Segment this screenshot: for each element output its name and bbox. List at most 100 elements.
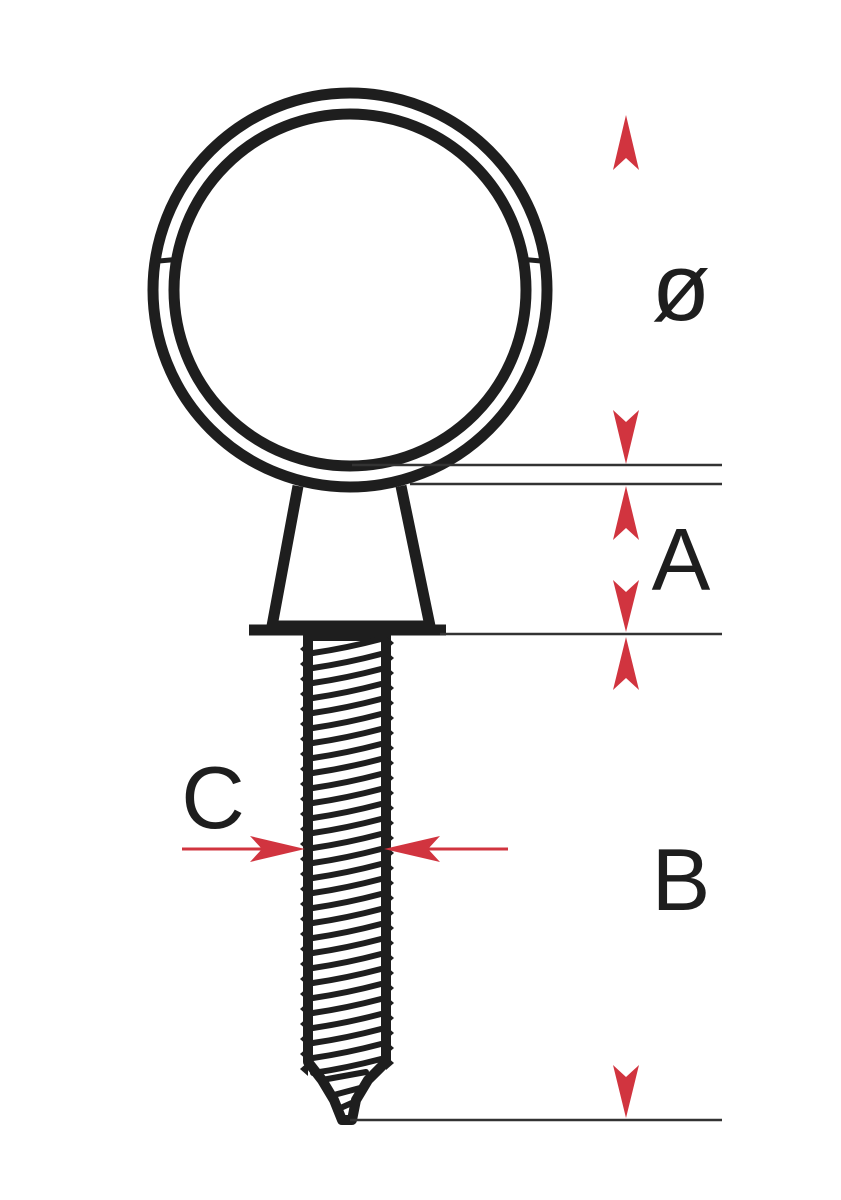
shoulder-outline xyxy=(266,484,436,632)
eye-ring-joint-left xyxy=(158,256,182,264)
thread-line xyxy=(310,666,384,686)
arrow-diameter-top xyxy=(613,115,639,170)
thread-tooth xyxy=(300,1047,308,1061)
eye-ring-joint-right xyxy=(518,256,542,264)
thread-line xyxy=(310,726,384,746)
thread-tooth xyxy=(386,891,394,905)
thread-tooth xyxy=(386,681,394,695)
thread-line xyxy=(310,1041,384,1061)
thread-line xyxy=(310,846,384,866)
thread-tooth xyxy=(300,957,308,971)
thread-tooth xyxy=(300,762,308,776)
thread-tooth xyxy=(386,936,394,950)
thread-tooth xyxy=(386,741,394,755)
thread-tooth xyxy=(386,651,394,665)
arrow-c-left xyxy=(250,836,305,862)
thread-tooth xyxy=(300,777,308,791)
thread-tooth xyxy=(300,747,308,761)
thread-tooth xyxy=(300,822,308,836)
thread-tooth xyxy=(300,807,308,821)
thread-tooth xyxy=(386,981,394,995)
thread-tooth xyxy=(300,927,308,941)
thread-tooth xyxy=(300,942,308,956)
thread-tooth xyxy=(386,1026,394,1040)
thread-teeth-right xyxy=(386,636,394,1070)
shoulder xyxy=(249,484,446,636)
thread-tooth xyxy=(300,972,308,986)
thread-line xyxy=(310,801,384,821)
thread-line xyxy=(310,981,384,1001)
thread-tooth xyxy=(386,921,394,935)
thread-tooth xyxy=(300,1002,308,1016)
thread-line xyxy=(310,951,384,971)
thread-line xyxy=(310,696,384,716)
threaded-shank xyxy=(300,631,394,1125)
thread-tooth xyxy=(386,756,394,770)
thread-lines xyxy=(310,636,384,1113)
thread-tooth xyxy=(386,816,394,830)
thread-line xyxy=(310,921,384,941)
thread-tooth xyxy=(300,987,308,1001)
thread-line xyxy=(310,771,384,791)
thread-tooth xyxy=(386,1056,394,1070)
thread-tooth xyxy=(300,1032,308,1046)
eye-ring-inner-edge xyxy=(168,108,532,472)
thread-line xyxy=(310,1026,384,1046)
eye-ring-outer-edge xyxy=(147,87,553,493)
thread-line xyxy=(310,651,384,671)
thread-tooth xyxy=(386,711,394,725)
arrow-b-bottom xyxy=(613,1065,639,1118)
thread-tooth xyxy=(300,882,308,896)
thread-tooth xyxy=(386,876,394,890)
thread-line xyxy=(310,786,384,806)
thread-tooth xyxy=(300,687,308,701)
arrow-diameter-bottom xyxy=(613,410,639,464)
thread-tooth xyxy=(386,696,394,710)
thread-tooth xyxy=(386,861,394,875)
thread-tooth xyxy=(300,792,308,806)
thread-line xyxy=(310,996,384,1016)
extension-lines xyxy=(350,463,722,1122)
thread-line xyxy=(310,966,384,986)
label-a: A xyxy=(652,510,711,609)
arrow-a-bottom xyxy=(613,580,639,632)
thread-tooth xyxy=(386,726,394,740)
thread-tooth xyxy=(300,867,308,881)
thread-tooth xyxy=(300,642,308,656)
thread-tooth xyxy=(300,657,308,671)
thread-line xyxy=(310,936,384,956)
thread-tooth xyxy=(300,837,308,851)
thread-tooth xyxy=(300,912,308,926)
thread-line xyxy=(319,1069,369,1083)
thread-tooth xyxy=(300,1062,308,1076)
thread-line xyxy=(310,861,384,881)
thread-tooth xyxy=(300,852,308,866)
label-diameter: ø xyxy=(652,234,711,341)
thread-tooth xyxy=(386,801,394,815)
thread-tooth xyxy=(386,1011,394,1025)
thread-tooth xyxy=(386,1041,394,1055)
thread-tooth xyxy=(300,702,308,716)
thread-tooth xyxy=(386,666,394,680)
thread-tooth xyxy=(386,771,394,785)
thread-line xyxy=(310,906,384,926)
thread-tooth xyxy=(386,831,394,845)
thread-line xyxy=(310,816,384,836)
thread-line xyxy=(310,681,384,701)
dimension-c xyxy=(182,836,508,862)
thread-line xyxy=(327,1085,363,1099)
thread-line xyxy=(310,741,384,761)
dimension-arrows xyxy=(613,115,639,1118)
thread-tooth xyxy=(300,717,308,731)
thread-line xyxy=(310,636,384,656)
thread-line xyxy=(310,756,384,776)
eye-ring xyxy=(147,87,553,493)
thread-line xyxy=(310,876,384,896)
thread-tooth xyxy=(300,897,308,911)
thread-tooth xyxy=(386,951,394,965)
label-c: C xyxy=(181,748,245,847)
thread-tooth xyxy=(386,906,394,920)
arrow-c-right xyxy=(384,836,440,862)
thread-tooth xyxy=(386,996,394,1010)
